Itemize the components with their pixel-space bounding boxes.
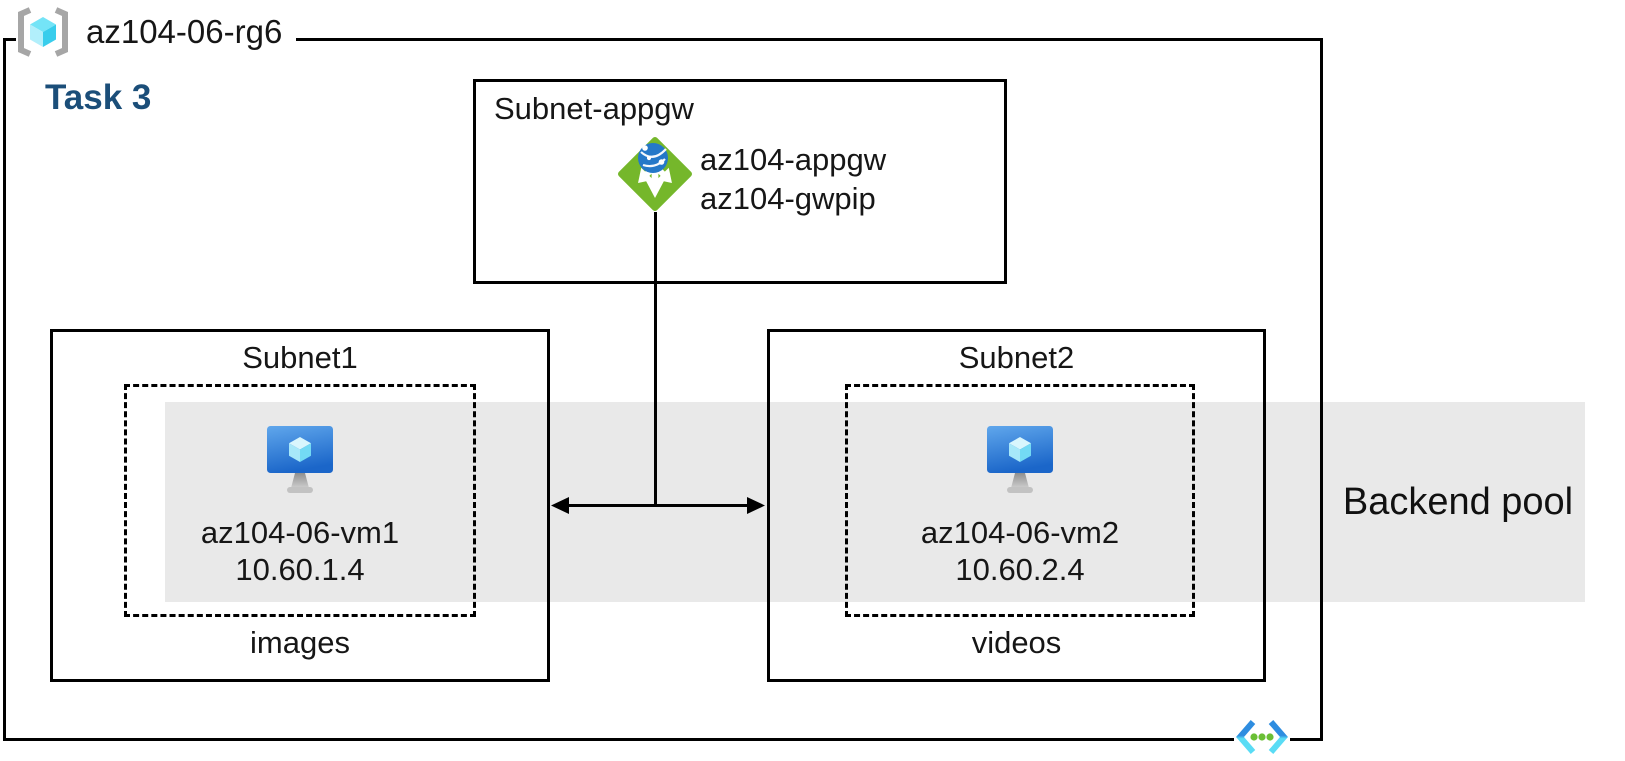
resource-group-header: az104-06-rg6 — [16, 5, 297, 59]
subnet1-storage-label: images — [250, 625, 350, 660]
appgw-name: az104-appgw — [700, 142, 887, 177]
subnet2-backend-dashed-box — [845, 384, 1195, 617]
virtual-network-icon — [1236, 720, 1288, 754]
subnet1-title: Subnet1 — [242, 340, 358, 375]
appgw-public-ip: az104-gwpip — [700, 181, 876, 216]
subnet-appgw-box: Subnet-appgw — [473, 79, 1007, 284]
resource-group-label: az104-06-rg6 — [86, 13, 283, 50]
vm2-name: az104-06-vm2 — [920, 515, 1120, 550]
subnet1-backend-dashed-box — [124, 384, 476, 617]
backend-pool-label: Backend pool — [1342, 480, 1574, 523]
task-label: Task 3 — [45, 78, 152, 117]
vm1-name: az104-06-vm1 — [200, 515, 400, 550]
resource-group-icon — [18, 7, 68, 57]
virtual-machine-icon — [987, 426, 1053, 493]
virtual-machine-icon — [267, 426, 333, 493]
application-gateway-icon — [618, 137, 692, 211]
subnet1-box: Subnet1 images — [50, 329, 550, 682]
vm2-ip: 10.60.2.4 — [955, 552, 1085, 587]
backend-pool-band — [165, 402, 1585, 602]
resource-group-box — [3, 38, 1323, 741]
subnet-appgw-title: Subnet-appgw — [494, 91, 694, 126]
subnet2-storage-label: videos — [971, 625, 1062, 660]
subnet2-box: Subnet2 videos — [767, 329, 1266, 682]
vm1-ip: 10.60.1.4 — [235, 552, 365, 587]
vm2-labels: az104-06-vm2 10.60.2.4 — [845, 514, 1195, 588]
application-gateway-labels: az104-appgw az104-gwpip — [700, 140, 886, 218]
subnet2-title: Subnet2 — [958, 340, 1075, 375]
vm1-labels: az104-06-vm1 10.60.1.4 — [124, 514, 476, 588]
virtual-network-icon-wrap — [1234, 716, 1290, 758]
